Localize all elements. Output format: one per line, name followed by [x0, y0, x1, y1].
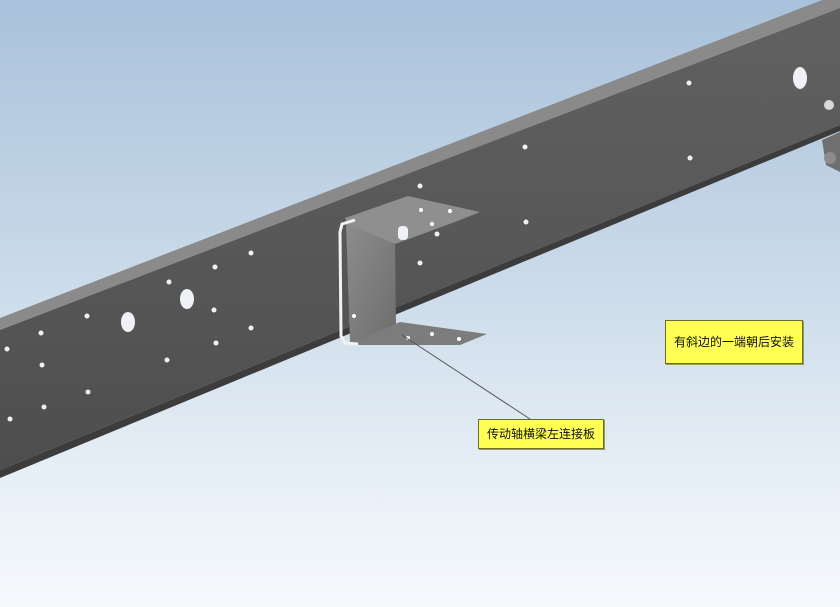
bracket-bottom-flange	[350, 322, 487, 345]
small-hole	[417, 183, 423, 189]
small-hole	[434, 231, 440, 237]
bracket-hole	[448, 209, 452, 213]
bracket-hole	[457, 337, 461, 341]
small-hole	[248, 325, 254, 331]
bracket-hole	[430, 332, 434, 336]
small-hole	[687, 155, 693, 161]
large-hole	[793, 67, 807, 89]
bracket-web	[346, 223, 396, 343]
small-hole	[212, 264, 218, 270]
beam-bottom-flange	[0, 125, 840, 478]
bracket-slot	[398, 226, 408, 240]
callout-leader-line	[401, 334, 531, 420]
small-hole	[523, 219, 529, 225]
small-hole	[85, 389, 91, 395]
large-hole	[121, 312, 135, 332]
small-hole	[248, 250, 254, 256]
small-hole	[522, 144, 528, 150]
small-hole	[686, 80, 692, 86]
small-hole	[7, 416, 13, 422]
small-hole	[166, 279, 172, 285]
beam-top-flange	[0, 0, 840, 330]
small-hole	[41, 404, 47, 410]
callout-bevel-label[interactable]: 有斜边的一端朝后安装	[665, 320, 804, 364]
bracket-hole	[352, 314, 356, 318]
chassis-beam	[0, 0, 840, 478]
beam-end-boss	[824, 152, 836, 164]
beam-web	[0, 8, 840, 470]
callout-bracket-label[interactable]: 传动轴横梁左连接板	[478, 419, 605, 449]
beam-end-boss	[824, 100, 834, 110]
large-hole	[180, 289, 194, 309]
small-hole	[84, 313, 90, 319]
small-hole	[38, 330, 44, 336]
bracket-hole	[430, 222, 434, 226]
small-hole	[164, 357, 170, 363]
bracket-edge-highlight	[338, 218, 359, 346]
bracket-plate[interactable]	[338, 196, 487, 346]
small-hole	[213, 340, 219, 346]
small-hole	[417, 260, 423, 266]
small-hole	[39, 362, 45, 368]
small-hole	[211, 307, 217, 313]
small-hole	[4, 346, 10, 352]
bracket-top-flange	[345, 196, 480, 244]
beam-right-end	[822, 132, 840, 172]
bracket-hole	[419, 208, 423, 212]
